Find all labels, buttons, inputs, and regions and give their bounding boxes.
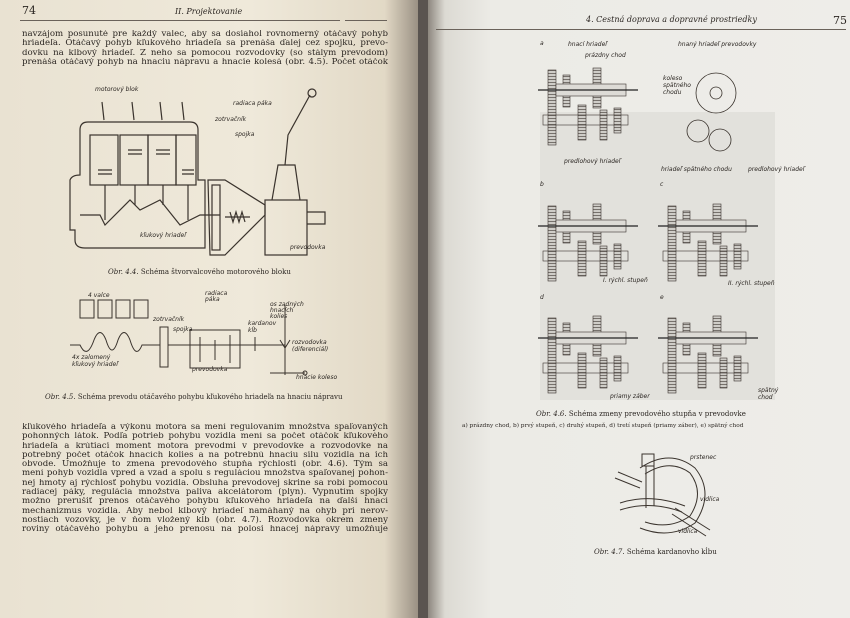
label-drive-shaft: hnací hriadeľ [568,41,607,48]
caption-number: Obr. 4.5. [45,393,76,401]
label-differential: rozvodovka (diferenciál) [292,339,329,353]
page-number: 74 [22,4,36,17]
label-driven-shaft: hnaný hriadeľ prevodovky [678,41,757,48]
caption-number: Obr. 4.6. [536,410,567,418]
label-gear-lever: radiaca páka [233,100,272,107]
label-second-gear: II. rýchl. stupeň [728,280,775,287]
panel-letter-b: b [540,181,544,188]
text-line: roviny otáčavého pohybu a jeho prenosu n… [22,525,388,535]
gearbox-diagram-d [538,315,639,394]
text-line: možno prerušiť prenos otáčavého pohybu k… [22,497,388,507]
label-crankshaft: kľukový hriadeľ [140,232,186,239]
text-line: kľukového hriadeľa a výkonu motora sa me… [22,423,388,432]
caption-text: Schéma štvorvalcového motorového bloku [140,268,291,276]
figure-caption: Obr. 4.7. Schéma kardanovho kĺbu [594,548,717,556]
text-line: mechanizmus vozidla. Aby nebol kĺbový hr… [22,506,388,516]
text-line: dovku na kĺbový hriadeľ. Z neho sa pomoc… [22,48,388,58]
figure-caption: Obr. 4.4. Schéma štvorvalcového motorové… [108,268,291,276]
gearbox-diagram-c [657,203,759,282]
right-page: 4. Cestná doprava a dopravné prostriedky… [428,0,850,618]
label-fork-1: vidlica [700,496,720,503]
label-first-gear: I. rýchl. stupeň [603,277,648,284]
label-clutch: spojka [235,131,255,138]
gearbox-drawings [538,67,759,394]
figure-subcaption: a) prázdny chod, b) prvý stupeň, c) druh… [462,423,744,429]
label-4-cylinders: 4 valce [88,292,110,299]
engine-block-drawing [69,88,326,256]
left-page: 74 II. Projektovanie navzájom posunuté p… [0,0,418,618]
label-clutch: spojka [173,326,193,333]
page-number: 75 [833,14,847,27]
gearbox-diagram-a [538,67,639,146]
panel-letter-c: c [660,181,664,188]
text-line: navzájom posunuté pre každý valec, aby s… [22,30,388,39]
text-line: pohonných látok. Podľa potrieb pohybu vo… [22,432,388,442]
panel-letter-d: d [540,294,544,301]
drivetrain-drawing [70,299,308,376]
label-cardan-joint: kardanov kĺb [248,320,277,334]
text-line: radiacej páky, regulácia množstva paliva… [22,488,388,498]
paragraph-2: kľukového hriadeľa a výkonu motora sa me… [22,423,388,535]
label-drive-wheel: hnacie koleso [296,374,338,381]
caption-text: Schéma prevodu otáčavého pohybu kľukovéh… [77,393,343,401]
label-gearbox: prevodovka [192,366,228,373]
caption-number: Obr. 4.7. [594,548,625,556]
gear-end-view [686,72,737,152]
label-gear-lever: radiaca páka [205,290,228,303]
label-fork-2: vidlica [678,528,698,535]
header-rule [436,29,846,30]
text-line: nej hmoty aj rýchlosť pohybu vozidla. Ob… [22,478,388,488]
gearbox-diagram-b [538,203,639,282]
caption-text: Schéma kardanovho kĺbu [626,548,717,556]
header-rule [20,20,340,21]
label-reverse: spätný chod [758,387,779,401]
panel-letter-e: e [660,294,664,301]
label-flywheel: zotrvačník [153,316,185,323]
text-line: nostiach vozovky, je v ňom vložený kĺb (… [22,515,388,525]
text-line: obvode. Umožňuje to zmena prevodového st… [22,460,388,470]
text-line: prenáša otáčavý pohyb na hnaciu nápravu … [22,57,388,67]
text-line: hriadeľa a krútiaci moment motora prevod… [22,441,388,451]
label-crankshaft: 4x zalomený kľukový hriadeľ [72,354,118,368]
running-header: 4. Cestná doprava a dopravné prostriedky [586,15,757,24]
cardan-joint-drawing [614,453,711,537]
label-countershaft-2: predlohový hriadeľ [748,166,805,173]
caption-number: Obr. 4.4. [108,268,139,276]
figure-caption: Obr. 4.5. Schéma prevodu otáčavého pohyb… [45,393,342,401]
panel-letter-a: a [540,40,544,47]
paragraph-1: navzájom posunuté pre každý valec, aby s… [22,30,388,67]
figure-caption: Obr. 4.6. Schéma zmeny prevodového stupň… [536,410,746,418]
text-line: hriadeľa. Otáčavý pohyb kľukového hriade… [22,39,388,49]
label-rear-axle: os zadných hnacích kolies [270,301,304,320]
running-header: II. Projektovanie [175,7,243,16]
label-neutral: prázdny chod [585,52,626,59]
caption-text: Schéma zmeny prevodového stupňa v prevod… [568,410,746,418]
label-gearbox: prevodovka [290,244,326,251]
label-reverse-shaft: hriadeľ spätného chodu [661,166,732,173]
label-reverse-gear: koleso spätného chodu [663,75,691,96]
header-rule [345,20,387,21]
text-line: mení pohyb vozidla vpred a vzad a spolu … [22,469,388,479]
label-countershaft: predlohový hriadeľ [564,158,621,165]
label-motor-block: motorový blok [95,86,139,93]
label-direct-drive: priamy záber [610,393,650,400]
label-flywheel: zotrvačník [215,116,247,123]
text-line: potrebný počet otáčok hnacích kolies a n… [22,450,388,460]
gearbox-diagram-e [657,315,759,394]
label-ring: prstenec [690,454,717,461]
